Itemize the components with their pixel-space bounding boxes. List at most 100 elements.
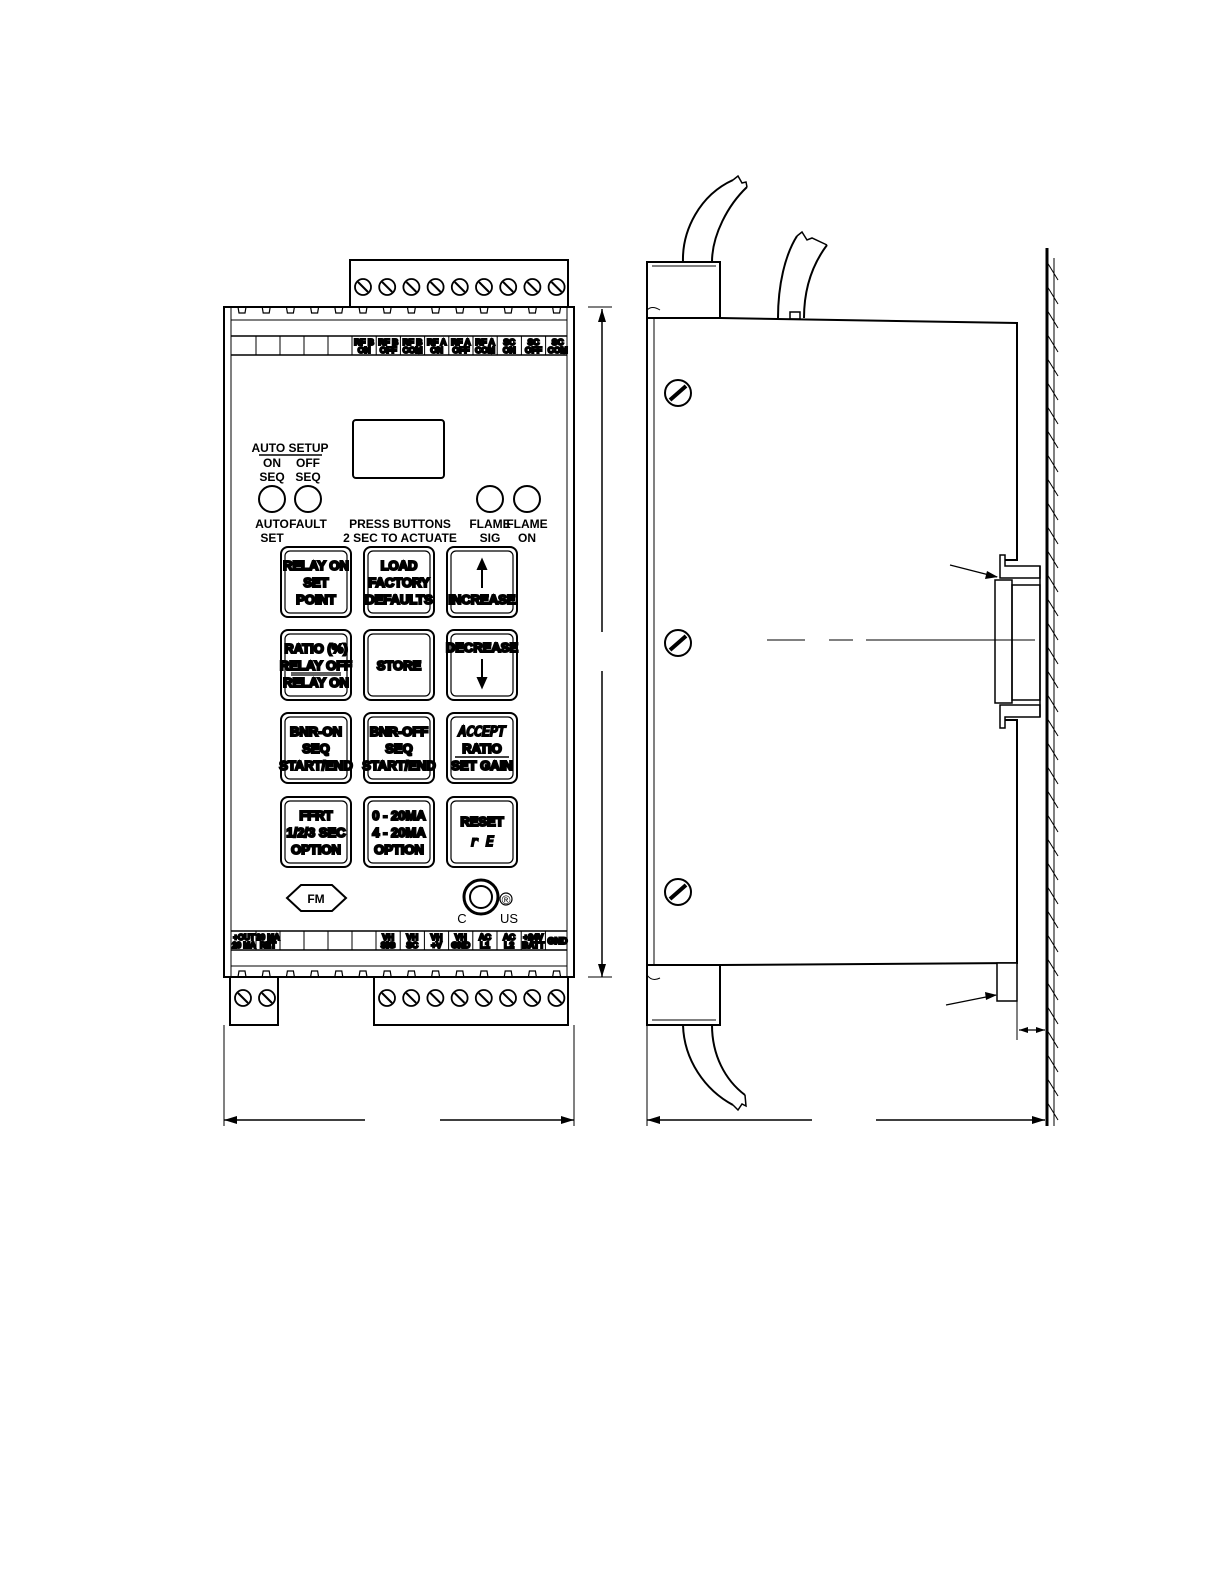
- bottom-right-label-6-a: AC: [503, 932, 515, 942]
- auto-set-label-2: SET: [260, 531, 284, 545]
- top-terminal-screw-3: [402, 278, 421, 296]
- bnr-off-seq-button-line-1: BNR-OFF: [370, 724, 429, 739]
- bottom-right-label-3-a: VH: [431, 932, 443, 942]
- csa-us-text: US: [500, 911, 518, 926]
- top-terminal-label-4-b: ON: [430, 345, 443, 355]
- flame-on-led: [513, 485, 541, 513]
- up-arrow-icon: [476, 557, 488, 588]
- off-seq-label-1: OFF: [296, 456, 320, 470]
- bottom-terminal-screw-1: [378, 989, 396, 1007]
- bottom-left-label-1-a: +OUT: [233, 933, 255, 942]
- side-screw-middle: [664, 629, 692, 657]
- bottom-terminal-screw-8: [547, 989, 566, 1007]
- reset-button[interactable]: RESET r E: [446, 796, 518, 868]
- bottom-right-label-1-b: SIG: [381, 940, 396, 950]
- wall-hatching: [1046, 261, 1059, 1121]
- reset-button-line-2: r E: [470, 835, 494, 850]
- increase-button[interactable]: INCREASE: [446, 546, 518, 618]
- bottom-terminal-screw-7: [523, 989, 542, 1007]
- bnr-off-seq-button-line-3: START/END: [362, 758, 435, 773]
- flame-on-label-1: FLAME: [506, 517, 547, 531]
- accept-ratio-button-line-3: SET GAIN: [451, 758, 512, 773]
- ffrt-option-button[interactable]: FFRT 1/2/3 SEC OPTION: [280, 796, 352, 868]
- registered-mark: ®: [502, 893, 511, 907]
- bottom-terminal-screw-2: [402, 989, 421, 1007]
- bottom-left-label-2-b: RET: [260, 941, 276, 950]
- ma-option-button-line-3: OPTION: [374, 842, 424, 857]
- bottom-right-label-4-a: VH: [455, 932, 467, 942]
- bottom-right-label-1-a: VH: [382, 932, 394, 942]
- bottom-terminal-screw-left-2: [258, 989, 276, 1007]
- top-terminal-label-6-b: COM: [475, 345, 495, 355]
- ratio-button-line-3: RELAY ON: [283, 675, 349, 690]
- bottom-right-label-6-b: L2: [504, 940, 514, 950]
- top-terminal-label-8-a: SC: [528, 337, 540, 347]
- bottom-right-label-5-b: L1: [480, 940, 490, 950]
- top-terminal-screw-8: [523, 278, 542, 296]
- decrease-button[interactable]: DECREASE: [445, 629, 519, 701]
- load-factory-defaults-button-line-2: FACTORY: [368, 575, 430, 590]
- bottom-right-label-3-b: +V: [431, 940, 442, 950]
- top-terminal-label-9-a: SC: [552, 337, 564, 347]
- top-terminal-screw-9: [547, 278, 566, 296]
- bottom-notches: [237, 970, 562, 978]
- top-terminal-label-4-a: RF A: [427, 337, 447, 347]
- accept-ratio-button-line-1: ACCEPT: [458, 725, 507, 740]
- load-factory-defaults-button-line-3: DEFAULTS: [365, 592, 433, 607]
- top-terminal-label-9-b: COM: [548, 345, 568, 355]
- bottom-right-label-2-a: VH: [406, 932, 418, 942]
- top-terminal-label-3-b: COM: [403, 345, 423, 355]
- fm-approval-logo: [285, 884, 348, 912]
- top-terminal-label-5-b: OFF: [452, 345, 469, 355]
- top-terminal-label-6-a: RF A: [475, 337, 495, 347]
- front-labels: AUTO SETUP ON SEQ OFF SEQ AUTO SET FAULT…: [251, 441, 547, 926]
- bottom-right-label-2-b: SC: [406, 940, 418, 950]
- on-seq-label-1: ON: [263, 456, 281, 470]
- ffrt-option-button-line-3: OPTION: [291, 842, 341, 857]
- bottom-right-label-7-b: BATT: [522, 940, 545, 950]
- accept-ratio-button-line-2: RATIO: [462, 741, 501, 756]
- flame-on-label-2: ON: [518, 531, 536, 545]
- fault-led: [294, 485, 322, 513]
- top-terminal-label-8-b: OFF: [525, 345, 542, 355]
- bnr-on-seq-button-line-2: SEQ: [302, 741, 329, 756]
- top-terminal-label-7-a: SC: [503, 337, 515, 347]
- top-terminal-label-2-a: RF B: [378, 337, 398, 347]
- csa-c-text: C: [457, 911, 466, 926]
- bottom-terminal-screw-left-1: [234, 989, 252, 1007]
- top-terminal-screw-7: [499, 278, 518, 296]
- auto-set-label-1: AUTO: [255, 517, 289, 531]
- auto-setup-title: AUTO SETUP: [251, 441, 328, 455]
- top-notches: [237, 306, 562, 314]
- increase-button-line-3: INCREASE: [448, 592, 516, 607]
- top-terminal-screw-6: [475, 278, 493, 296]
- top-terminal-label-5-a: RF A: [451, 337, 471, 347]
- top-terminal-screw-5: [450, 278, 469, 296]
- bottom-terminal-screws: [234, 989, 566, 1007]
- ffrt-option-button-line-1: FFRT: [299, 808, 332, 823]
- store-button-line-1: STORE: [377, 658, 422, 673]
- bottom-terminal-screw-3: [426, 989, 445, 1007]
- ratio-button-line-1: RATIO (%): [284, 641, 347, 656]
- relay-on-set-point-button-line-2: SET: [303, 575, 328, 590]
- fault-label: FAULT: [289, 517, 327, 531]
- ma-option-button-line-1: 0 - 20MA: [372, 808, 426, 823]
- side-screw-bottom: [664, 878, 692, 906]
- reset-button-line-1: RESET: [460, 814, 503, 829]
- ffrt-option-button-line-2: 1/2/3 SEC: [286, 825, 346, 840]
- bottom-terminal-screw-6: [499, 989, 517, 1007]
- press-instruction-2: 2 SEC TO ACTUATE: [343, 531, 457, 545]
- store-button[interactable]: STORE: [363, 629, 435, 701]
